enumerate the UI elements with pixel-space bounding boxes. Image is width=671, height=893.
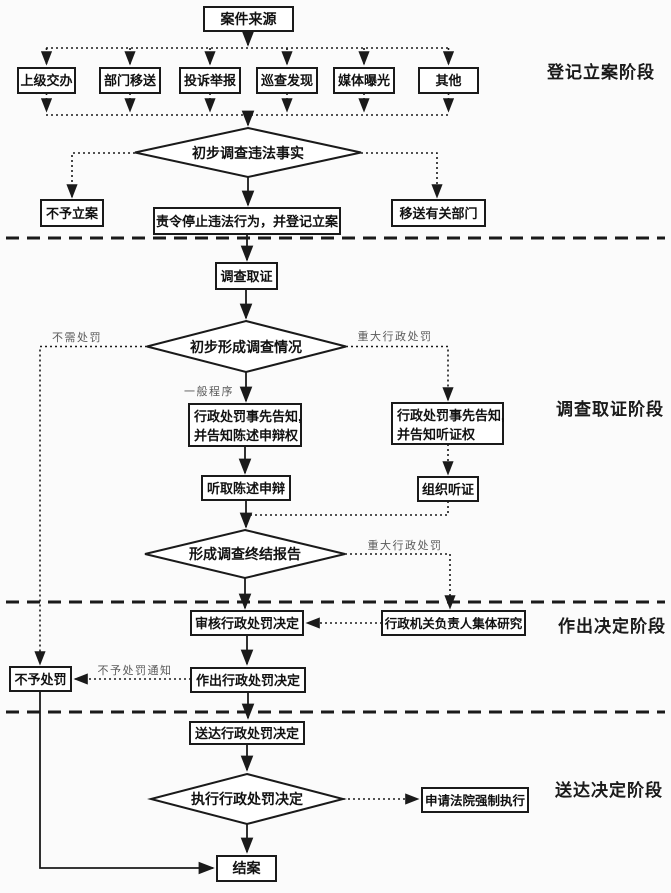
- node-case-source-label: 案件来源: [220, 11, 277, 27]
- node-court-enforcement-label: 申请法院强制执行: [425, 793, 526, 808]
- edge-label-no-penalty-needed: 不需处罚: [52, 331, 102, 344]
- node-collective-research: [381, 610, 526, 636]
- node-prior-notice-hearing: [391, 402, 504, 445]
- stage-label-registration: 登记立案阶段: [546, 62, 655, 82]
- decision-final-report: [144, 528, 346, 580]
- stage-label-investigation: 调查取证阶段: [556, 399, 664, 419]
- edge-no-penalty-to-close: [39, 691, 215, 875]
- node-court-enforcement: [421, 787, 529, 813]
- node-organize-hearing-label: 组织听证: [422, 482, 474, 497]
- node-case-source: [203, 6, 294, 32]
- node-no-filing-label: 不予立案: [46, 206, 99, 221]
- node-channel-media: [333, 67, 395, 94]
- edge-d2-no-penalty: [34, 345, 147, 666]
- node-review-decision: [190, 610, 304, 636]
- node-prior-notice-statement-line1: 行政处罚事先告知,: [193, 409, 302, 424]
- node-investigation-evidence-label: 调查取证: [220, 269, 272, 284]
- node-close-case-label: 结案: [233, 860, 262, 876]
- node-channel-complaint-label: 投诉举报: [184, 73, 237, 88]
- decision-final-report-label: 形成调查终结报告: [189, 546, 301, 562]
- edge-label-major-penalty-2: 重大行政处罚: [368, 538, 443, 552]
- node-channel-media-label: 媒体曝光: [338, 73, 390, 88]
- node-make-decision: [190, 667, 306, 693]
- node-prior-notice-statement: [188, 403, 302, 447]
- node-channel-other-label: 其他: [435, 73, 461, 88]
- node-channel-complaint: [179, 67, 241, 94]
- node-prior-notice-hearing-line2: 并告知听证权: [397, 427, 476, 442]
- decision-preliminary-investigation-label: 初步调查违法事实: [192, 145, 304, 161]
- node-channel-department-label: 部门移送: [104, 73, 157, 88]
- node-channel-superior: [17, 67, 76, 94]
- node-channel-inspection: [256, 67, 318, 94]
- node-channel-other: [418, 67, 479, 94]
- decision-execute-label: 执行行政处罚决定: [191, 791, 303, 807]
- edge-d1-no-filing: [66, 152, 135, 199]
- stage-label-decision: 作出决定阶段: [558, 616, 666, 636]
- node-channel-inspection-label: 巡查发现: [261, 73, 313, 88]
- node-order-stop-register-label: 责令停止违法行为，并登记立案: [156, 214, 339, 229]
- decision-preliminary-findings: [146, 319, 347, 374]
- node-organize-hearing: [417, 476, 479, 502]
- node-deliver-decision: [189, 721, 305, 745]
- edge-d3-collective: [345, 553, 456, 610]
- node-channel-department: [99, 67, 161, 94]
- node-transfer-department: [391, 199, 486, 227]
- node-deliver-decision-label: 送达行政处罚决定: [194, 726, 299, 741]
- node-no-filing: [40, 199, 104, 227]
- node-collective-research-label: 行政机关负责人集体研究: [384, 616, 523, 631]
- node-listen-statement-label: 听取陈述申辩: [207, 481, 285, 496]
- decision-preliminary-investigation: [134, 126, 362, 179]
- node-order-stop-register: [153, 207, 341, 235]
- stage-label-delivery: 送达决定阶段: [555, 780, 663, 800]
- node-transfer-department-label: 移送有关部门: [399, 206, 477, 221]
- decision-preliminary-findings-label: 初步形成调查情况: [190, 339, 302, 355]
- edge-hearing-join: [247, 501, 449, 516]
- node-investigation-evidence: [215, 262, 278, 290]
- edge-label-general-procedure: 一般程序: [184, 384, 234, 398]
- edge-d2-hearing-notice: [346, 345, 454, 402]
- node-no-penalty: [9, 666, 72, 692]
- node-channel-superior-label: 上级交办: [20, 73, 72, 88]
- node-listen-statement: [201, 475, 291, 501]
- node-make-decision-label: 作出行政处罚决定: [196, 673, 300, 688]
- edge-d1-transfer: [361, 152, 443, 199]
- edge-label-major-penalty-1: 重大行政处罚: [358, 329, 433, 343]
- node-close-case: [216, 855, 277, 882]
- decision-execute: [147, 772, 347, 826]
- node-prior-notice-hearing-line1: 行政处罚事先告知,: [396, 408, 505, 423]
- edge-label-no-penalty-notice: 不予处罚通知: [98, 663, 173, 677]
- node-review-decision-label: 审核行政处罚决定: [195, 616, 299, 631]
- node-no-penalty-label: 不予处罚: [14, 672, 66, 687]
- node-prior-notice-statement-line2: 并告知陈述申辩权: [194, 428, 299, 443]
